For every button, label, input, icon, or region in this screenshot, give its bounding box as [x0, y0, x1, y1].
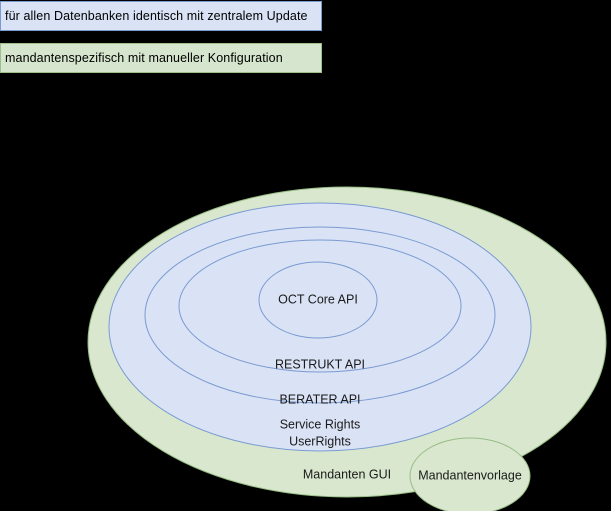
label-service-rights: Service Rights [280, 417, 361, 431]
ellipse-oct-core-api[interactable] [258, 261, 378, 339]
legend-tenant-specific: mandantenspezifisch mit manueller Konfig… [0, 43, 322, 73]
label-mandantenvorlage: Mandantenvorlage [418, 468, 522, 482]
legend-tenant-specific-label: mandantenspezifisch mit manueller Konfig… [5, 51, 283, 65]
label-berater-api: BERATER API [279, 392, 360, 406]
ellipse-mandantenvorlage[interactable] [409, 437, 531, 511]
legend-central-update: für allen Datenbanken identisch mit zent… [0, 1, 322, 31]
label-oct-core-api: OCT Core API [278, 292, 358, 306]
label-mandanten-gui: Mandanten GUI [303, 467, 391, 481]
legend-central-update-label: für allen Datenbanken identisch mit zent… [5, 9, 308, 23]
label-restrukt-api: RESTRUKT API [275, 357, 365, 371]
label-user-rights: UserRights [289, 434, 351, 448]
